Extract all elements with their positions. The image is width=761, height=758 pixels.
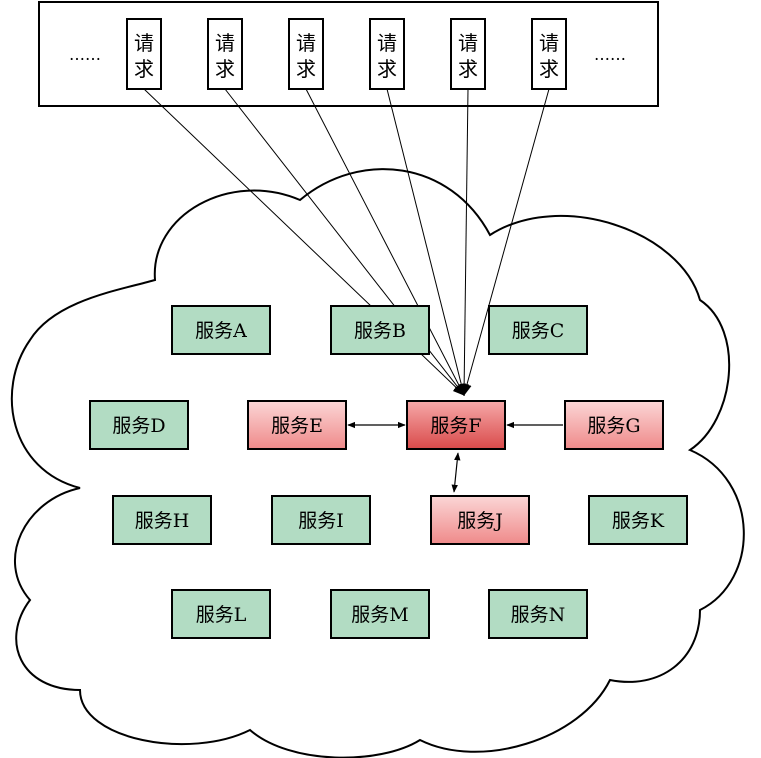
ellipsis-right: …… bbox=[594, 45, 626, 64]
request-box bbox=[207, 18, 243, 90]
service-label-g: 服务G bbox=[587, 415, 640, 437]
service-box-i bbox=[271, 495, 371, 545]
service-box-m bbox=[330, 589, 430, 639]
service-label-k: 服务K bbox=[612, 510, 665, 532]
request-label-bottom: 求 bbox=[377, 57, 397, 81]
request-label-bottom: 求 bbox=[134, 57, 154, 81]
service-label-l: 服务L bbox=[196, 604, 247, 626]
request-line bbox=[386, 88, 467, 397]
service-label-i: 服务I bbox=[298, 510, 344, 532]
service-box-l bbox=[171, 589, 271, 639]
service-edges bbox=[347, 421, 563, 493]
request-line bbox=[305, 88, 465, 397]
request-box bbox=[369, 18, 405, 90]
service-box-e bbox=[247, 400, 347, 450]
service-label-j: 服务J bbox=[457, 510, 503, 532]
request-label-top: 请 bbox=[215, 31, 235, 55]
service-box-k bbox=[588, 495, 688, 545]
request-box bbox=[531, 18, 567, 90]
request-label-bottom: 求 bbox=[296, 57, 316, 81]
request-label-top: 请 bbox=[377, 31, 397, 55]
service-box-c bbox=[488, 305, 588, 355]
request-label-bottom: 求 bbox=[215, 57, 235, 81]
service-box-f bbox=[406, 400, 506, 450]
service-label-f: 服务F bbox=[430, 415, 481, 437]
request-label-top: 请 bbox=[296, 31, 316, 55]
request-box bbox=[126, 18, 162, 90]
service-label-d: 服务D bbox=[112, 415, 165, 437]
request-box bbox=[288, 18, 324, 90]
service-label-h: 服务H bbox=[135, 510, 190, 532]
service-grid: 服务A 服务B 服务C 服务D 服务E 服务F 服务G 服务H 服务I 服务J 服务K 服务L 服务M 服… bbox=[89, 305, 688, 639]
request-label-top: 请 bbox=[134, 31, 154, 55]
request-box bbox=[450, 18, 486, 90]
service-label-e: 服务E bbox=[271, 415, 323, 437]
request-label-bottom: 求 bbox=[539, 57, 559, 81]
service-label-n: 服务N bbox=[511, 604, 566, 626]
service-label-a: 服务A bbox=[195, 320, 247, 342]
request-line bbox=[459, 88, 469, 397]
service-box-d bbox=[89, 400, 189, 450]
request-label-top: 请 bbox=[458, 31, 478, 55]
service-box-h bbox=[112, 495, 212, 545]
request-label-bottom: 求 bbox=[458, 57, 478, 81]
ellipsis-left: …… bbox=[69, 45, 101, 64]
service-box-j bbox=[430, 495, 530, 545]
request-label-top: 请 bbox=[539, 31, 559, 55]
service-label-c: 服务C bbox=[512, 320, 565, 342]
service-label-b: 服务B bbox=[354, 320, 406, 342]
service-label-m: 服务M bbox=[351, 604, 408, 626]
request-line bbox=[462, 88, 550, 397]
service-cloud bbox=[10, 168, 745, 758]
service-box-g bbox=[564, 400, 664, 450]
service-box-n bbox=[488, 589, 588, 639]
service-box-a bbox=[171, 305, 271, 355]
service-box-b bbox=[330, 305, 430, 355]
edge-f-j bbox=[451, 452, 461, 493]
